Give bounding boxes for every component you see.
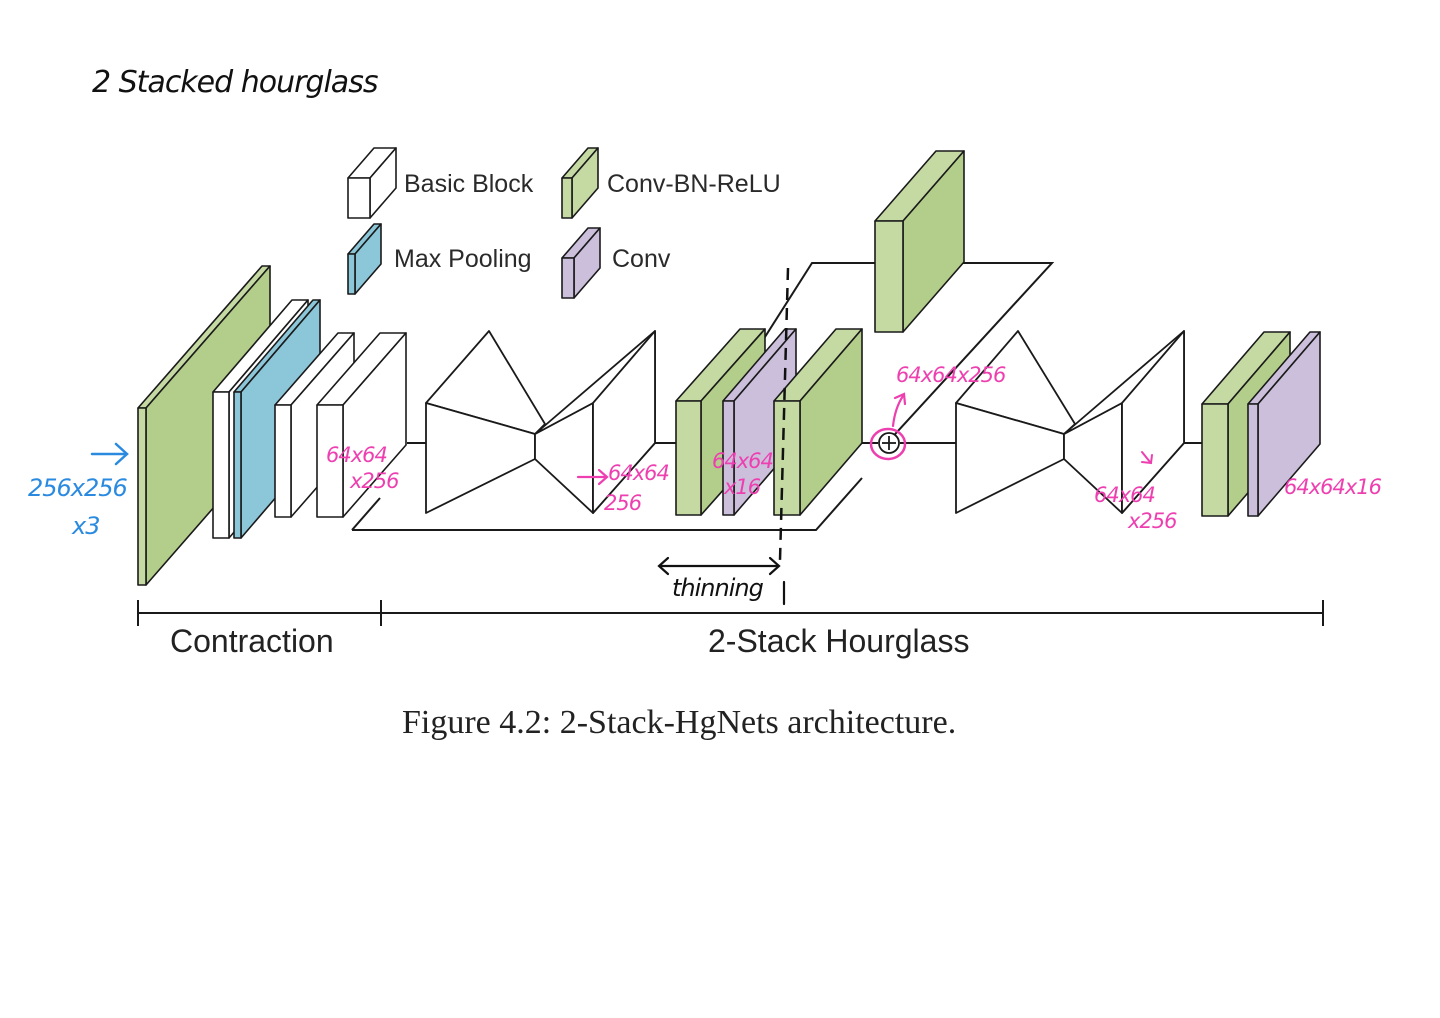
legend-conv-bn-relu-swatch (561, 147, 599, 219)
handwritten-title: 2 Stacked hourglass (92, 65, 378, 100)
section-label-contraction: Contraction (170, 623, 334, 659)
output-conv-block (1247, 331, 1321, 517)
output-head (1201, 331, 1321, 517)
annotation-after-contraction-line1: 64x64 (326, 443, 387, 467)
hg1-output-arrow-icon (576, 468, 609, 486)
annotation-hg1-output-line2: 256 (604, 491, 642, 515)
contraction-blocks (137, 265, 407, 586)
annotation-hg2-output-line2: x256 (1127, 509, 1177, 533)
sum-output-arrow-icon (891, 392, 907, 428)
legend-conv-swatch (561, 227, 601, 299)
legend-max-pooling-swatch (347, 223, 382, 295)
annotation-input-size-line2: x3 (71, 512, 99, 540)
annotation-after-contraction-line2: x256 (349, 469, 399, 493)
hourglass-module-1 (425, 330, 656, 514)
annotation-final-output: 64x64x16 (1284, 475, 1382, 499)
contraction-basic-block-3 (316, 332, 407, 518)
annotation-sum-output: 64x64x256 (896, 363, 1006, 387)
legend-conv-bn-relu-label: Conv-BN-ReLU (607, 170, 781, 198)
section-ruler (137, 600, 1324, 626)
section-label-hourglass: 2-Stack Hourglass (708, 623, 969, 659)
input-arrow-icon (90, 442, 129, 466)
annotation-input-size-line1: 256x256 (28, 474, 128, 502)
thinning-double-arrow-icon (657, 556, 786, 606)
figure-caption: Figure 4.2: 2-Stack-HgNets architecture. (402, 704, 956, 741)
elementwise-sum-icon (869, 427, 907, 461)
legend: Basic Block Conv-BN-ReLU Max Pooling Con… (347, 147, 781, 299)
legend-basic-block-label: Basic Block (404, 170, 534, 198)
skip-conv-bn-relu-block (874, 150, 965, 333)
annotation-conv-output-line2: x16 (723, 475, 761, 499)
annotation-hg1-output-line1: 64x64 (608, 461, 669, 485)
legend-conv-label: Conv (612, 245, 671, 273)
annotation-conv-output-line1: 64x64 (712, 449, 773, 473)
merge-conv-bn-relu-block (773, 328, 863, 516)
hg2-output-arrow-icon (1141, 451, 1153, 465)
annotation-thinning: thinning (672, 574, 764, 602)
hourglass-module-2 (955, 330, 1185, 514)
input-conv-bn-relu-block (137, 265, 271, 586)
stack-divider-dashed-line (778, 267, 790, 561)
annotation-hg2-output-line1: 64x64 (1094, 483, 1155, 507)
legend-max-pooling-label: Max Pooling (394, 245, 532, 273)
hourglass-1-head (675, 150, 965, 516)
legend-basic-block-swatch (347, 147, 397, 219)
hg1-conv-block (722, 328, 797, 516)
